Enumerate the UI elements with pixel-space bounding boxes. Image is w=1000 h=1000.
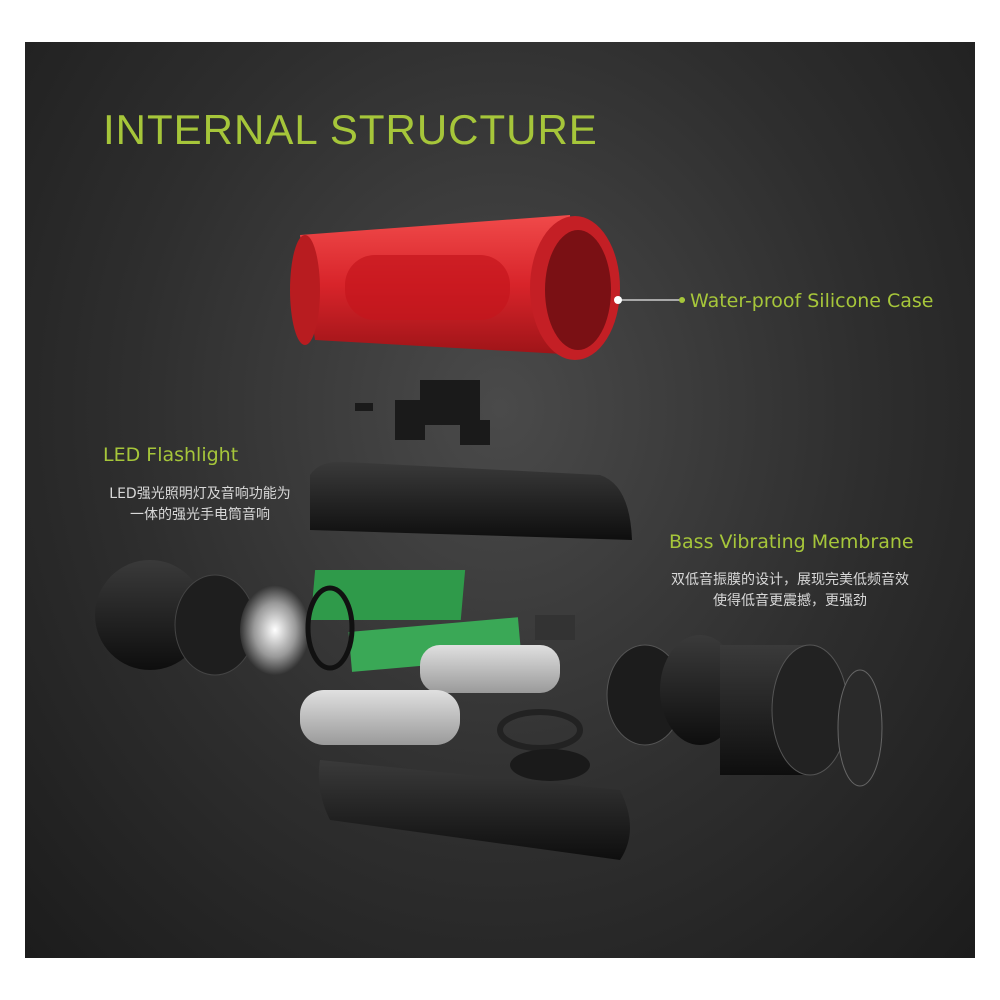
callout-led-label: LED Flashlight bbox=[103, 444, 239, 466]
circuit-board-upper bbox=[310, 570, 466, 620]
led-desc-line1: LED强光照明灯及音响功能为 bbox=[109, 486, 291, 502]
buttons-parts bbox=[355, 380, 490, 445]
batteries bbox=[300, 645, 560, 745]
callout-case-label: Water-proof Silicone Case bbox=[690, 290, 934, 312]
callout-bass-label: Bass Vibrating Membrane bbox=[669, 531, 914, 553]
led-flashlight-assembly bbox=[95, 560, 355, 676]
bass-desc-line2: 使得低音更震撼，更强劲 bbox=[713, 593, 867, 609]
bass-desc-line1: 双低音振膜的设计，展现完美低频音效 bbox=[671, 572, 909, 588]
page-title: INTERNAL STRUCTURE bbox=[103, 106, 598, 153]
callout-led-desc: LED强光照明灯及音响功能为 一体的强光手电筒音响 bbox=[85, 484, 315, 526]
silicone-case bbox=[290, 215, 620, 360]
upper-housing bbox=[310, 461, 632, 540]
led-desc-line2: 一体的强光手电筒音响 bbox=[130, 507, 270, 523]
callout-bass-desc: 双低音振膜的设计，展现完美低频音效 使得低音更震撼，更强劲 bbox=[630, 570, 950, 612]
lower-housing bbox=[318, 760, 630, 860]
bass-speaker-assembly bbox=[497, 635, 883, 787]
